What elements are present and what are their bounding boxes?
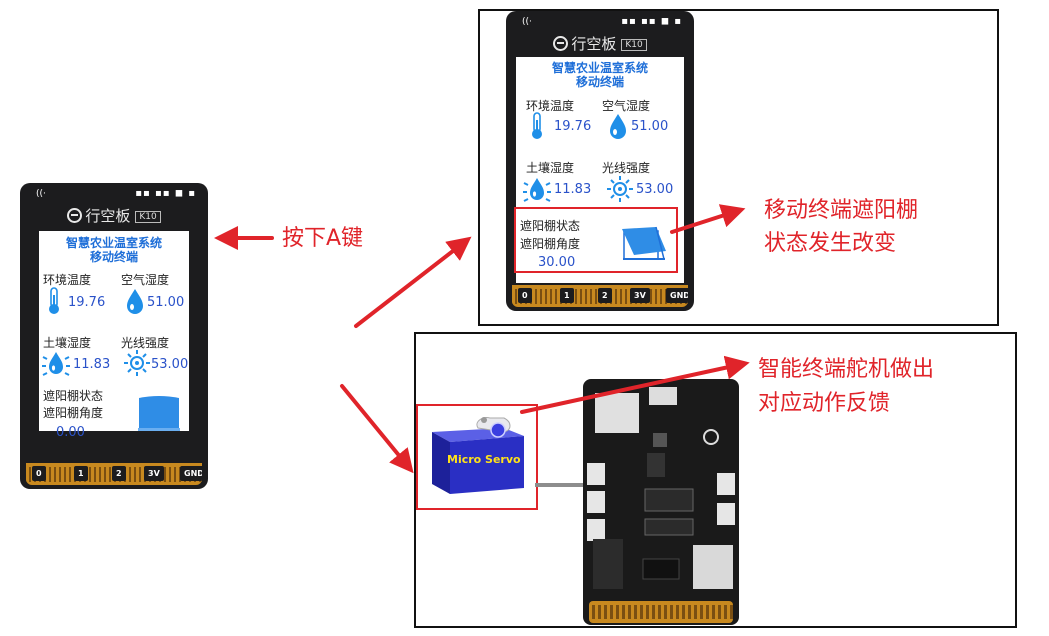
model-badge: K10 (135, 211, 161, 223)
sun-icon (607, 176, 633, 202)
pin-header: 0 1 2 3V GND (26, 463, 202, 485)
device-brand: 行空板 K10 (506, 33, 694, 55)
shade-angle-value: 30.00 (538, 255, 576, 270)
screen-title-line1: 智慧农业温室系统 (65, 236, 162, 250)
env-temp-label: 环境温度 (526, 99, 575, 113)
pin-label: GND (666, 288, 688, 303)
shade-state-label: 遮阳棚状态 (520, 219, 581, 233)
env-temp-value: 19.76 (68, 295, 106, 310)
screen-title-line2: 移动终端 (89, 250, 138, 264)
brand-logo-icon (67, 208, 83, 223)
pin-label: 2 (598, 288, 612, 303)
shade-closed-icon (138, 396, 180, 431)
air-humidity-value: 51.00 (631, 119, 669, 134)
shade-angle-label: 遮阳棚角度 (520, 237, 581, 251)
screen-title-line2: 移动终端 (575, 75, 624, 89)
servo-highlight-box (416, 404, 538, 510)
soil-humidity-label: 土壤湿度 (43, 336, 92, 350)
servo-cable (535, 483, 591, 487)
device-screen: 智慧农业温室系统 移动终端 环境温度 空气湿度 19.76 51.00 土壤湿度… (39, 231, 189, 431)
arrow-shade-note (670, 204, 746, 234)
pin-label: GND (180, 466, 202, 481)
soil-moisture-icon (42, 352, 70, 376)
device-before: ((· ▪▪ ▪▪ ◼ ▪ 行空板 K10 智慧农业温室系统 移动终端 环境温度 … (20, 183, 208, 489)
shade-angle-value-before: 0.00 (56, 425, 85, 440)
pin-header: 0 1 2 3V GND (512, 285, 688, 307)
shade-open-icon (622, 226, 666, 260)
light-value: 53.00 (151, 357, 189, 372)
water-drop-icon (610, 114, 626, 139)
pin-label: 0 (32, 466, 46, 481)
arrow-servo-note (520, 355, 750, 414)
env-temp-value: 19.76 (554, 119, 592, 134)
controller-board (583, 379, 739, 625)
note-servo-feedback-2: 对应动作反馈 (758, 391, 891, 416)
soil-humidity-label: 土壤湿度 (526, 161, 575, 175)
status-icons: ▪▪ ▪▪ ◼ ▪ (135, 188, 196, 199)
pin-label: 3V (144, 466, 164, 481)
brand-name: 行空板 (85, 207, 131, 225)
status-bar: ((· ▪▪ ▪▪ ◼ ▪ (20, 183, 208, 205)
device-after: ((· ▪▪ ▪▪ ◼ ▪ 行空板 K10 智慧农业温室系统 移动终端 环境温度 … (506, 11, 694, 311)
note-servo-feedback-1: 智能终端舵机做出 (758, 357, 935, 382)
shade-angle-label: 遮阳棚角度 (43, 406, 104, 420)
pin-label: 0 (518, 288, 532, 303)
status-bar: ((· ▪▪ ▪▪ ◼ ▪ (506, 11, 694, 33)
light-label: 光线强度 (121, 336, 170, 350)
note-terminal-change-1: 移动终端遮阳棚 (764, 198, 919, 223)
signal-icon: ((· (36, 189, 46, 199)
sun-icon (124, 350, 150, 376)
servo-label: Micro Servo (447, 453, 521, 466)
brand-logo-icon (553, 36, 569, 51)
light-value: 53.00 (636, 182, 674, 197)
pin-label: 1 (74, 466, 88, 481)
arrow-to-terminal (354, 236, 472, 328)
air-humidity-value: 51.00 (147, 295, 185, 310)
device-brand: 行空板 K10 (20, 205, 208, 227)
air-humidity-label: 空气湿度 (121, 273, 170, 287)
screen-title-line1: 智慧农业温室系统 (551, 61, 648, 75)
shade-state-label: 遮阳棚状态 (43, 389, 104, 403)
env-temp-label: 环境温度 (43, 273, 92, 287)
pin-label: 2 (112, 466, 126, 481)
thermometer-icon (49, 287, 59, 314)
thermometer-icon (532, 112, 542, 139)
air-humidity-label: 空气湿度 (602, 99, 651, 113)
note-press-a: 按下A键 (282, 226, 364, 251)
soil-humidity-value: 11.83 (554, 182, 592, 197)
note-terminal-change-2: 状态发生改变 (764, 231, 897, 256)
status-icons: ▪▪ ▪▪ ◼ ▪ (621, 16, 682, 27)
device-screen: 智慧农业温室系统 移动终端 环境温度 空气湿度 19.76 51.00 土壤湿度… (516, 57, 684, 283)
servo-body-shape (432, 417, 524, 494)
shade-highlight-box (514, 207, 678, 273)
brand-name: 行空板 (571, 35, 617, 53)
soil-humidity-value: 11.83 (73, 357, 111, 372)
soil-moisture-icon (523, 178, 551, 202)
arrow-to-servo (340, 384, 414, 474)
water-drop-icon (127, 289, 143, 314)
pin-label: 1 (560, 288, 574, 303)
light-label: 光线强度 (602, 161, 651, 175)
signal-icon: ((· (522, 17, 532, 27)
pin-label: 3V (630, 288, 650, 303)
model-badge: K10 (621, 39, 647, 51)
